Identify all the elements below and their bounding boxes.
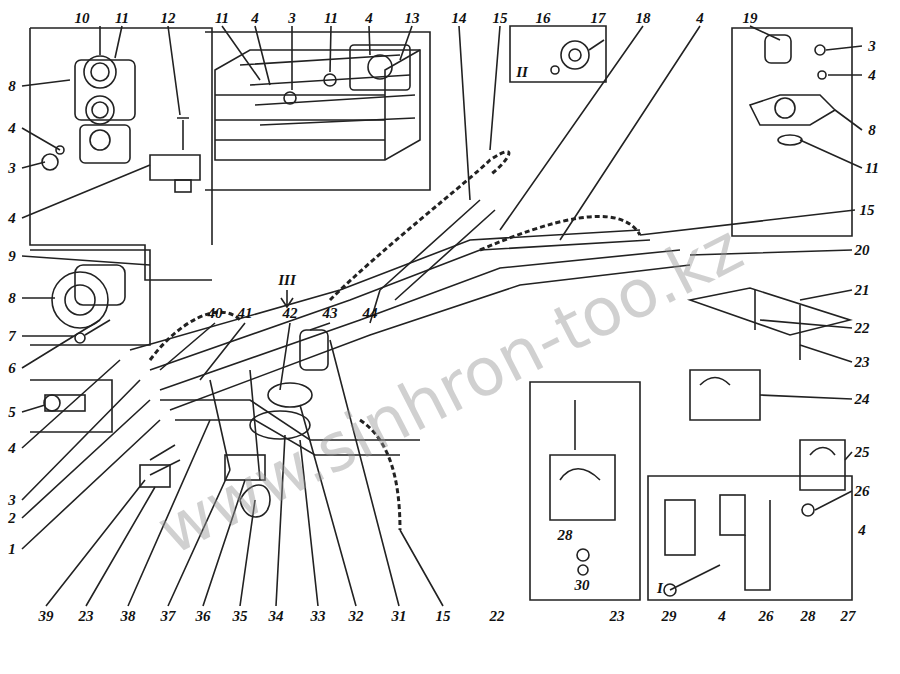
callout-number: 33 <box>309 608 328 625</box>
callout-number: 22 <box>488 608 507 625</box>
callout-number: 15 <box>434 608 453 625</box>
callout-number: 19 <box>741 10 760 27</box>
callout-number: 23 <box>853 354 872 371</box>
callout-number: 15 <box>491 10 510 27</box>
callout-number: 16 <box>534 10 553 27</box>
callout-number: 26 <box>757 608 776 625</box>
callout-number: 4 <box>249 10 261 27</box>
callout-number: 7 <box>6 328 18 345</box>
callout-number: 18 <box>634 10 653 27</box>
callout-number: 26 <box>853 483 872 500</box>
callout-number: 42 <box>281 305 300 322</box>
callout-number: 37 <box>159 608 178 625</box>
callout-number: 22 <box>853 320 872 337</box>
callout-number: 4 <box>694 10 706 27</box>
callout-number: 3 <box>286 10 298 27</box>
callout-number: 8 <box>866 122 878 139</box>
callout-number: 15 <box>858 202 877 219</box>
callout-number: 25 <box>853 444 872 461</box>
callout-number: 38 <box>119 608 138 625</box>
callout-number: 29 <box>660 608 679 625</box>
callout-number: I <box>655 580 665 597</box>
callout-number: 5 <box>6 404 18 421</box>
callout-number: 4 <box>716 608 728 625</box>
callout-number: 28 <box>556 527 575 544</box>
callout-number: 36 <box>194 608 213 625</box>
callout-number: 35 <box>231 608 250 625</box>
callout-number: 4 <box>6 120 18 137</box>
callout-number: 31 <box>390 608 409 625</box>
callout-number: 4 <box>363 10 375 27</box>
callout-number: 9 <box>6 248 18 265</box>
callout-number: 11 <box>322 10 340 27</box>
callout-number: 4 <box>6 210 18 227</box>
callout-number: 39 <box>37 608 56 625</box>
callout-number: 23 <box>77 608 96 625</box>
callout-number: 43 <box>321 305 340 322</box>
callout-number: II <box>514 64 530 81</box>
callout-number: 4 <box>856 522 868 539</box>
callout-number: 3 <box>866 38 878 55</box>
callout-number: 28 <box>799 608 818 625</box>
callout-number: 3 <box>6 160 18 177</box>
callout-number: 27 <box>839 608 858 625</box>
callout-number: 12 <box>159 10 178 27</box>
callout-number: 13 <box>403 10 422 27</box>
watermark: www.sinhron-too.kz <box>148 214 752 565</box>
callout-number: 8 <box>6 290 18 307</box>
callout-number: 23 <box>608 608 627 625</box>
callout-number: 40 <box>206 305 225 322</box>
callout-number: III <box>276 272 298 289</box>
callout-number: 24 <box>853 391 872 408</box>
callout-number: 4 <box>6 440 18 457</box>
callout-number: 21 <box>853 282 872 299</box>
callout-number: 11 <box>113 10 131 27</box>
callout-number: 2 <box>6 510 18 527</box>
callout-number: 8 <box>6 78 18 95</box>
callout-number: 11 <box>213 10 231 27</box>
callout-number: 14 <box>450 10 469 27</box>
callout-number: 6 <box>6 360 18 377</box>
callout-number: 41 <box>236 305 255 322</box>
callout-number: 1 <box>6 541 18 558</box>
callout-number: 3 <box>6 492 18 509</box>
callout-number: 11 <box>863 160 881 177</box>
callout-number: 4 <box>866 67 878 84</box>
callout-number: 44 <box>361 305 380 322</box>
callout-number: 30 <box>573 577 592 594</box>
callout-number: 32 <box>347 608 366 625</box>
callout-number: 17 <box>589 10 608 27</box>
callout-number: 34 <box>267 608 286 625</box>
callout-number: 20 <box>853 242 872 259</box>
callout-number: 10 <box>73 10 92 27</box>
